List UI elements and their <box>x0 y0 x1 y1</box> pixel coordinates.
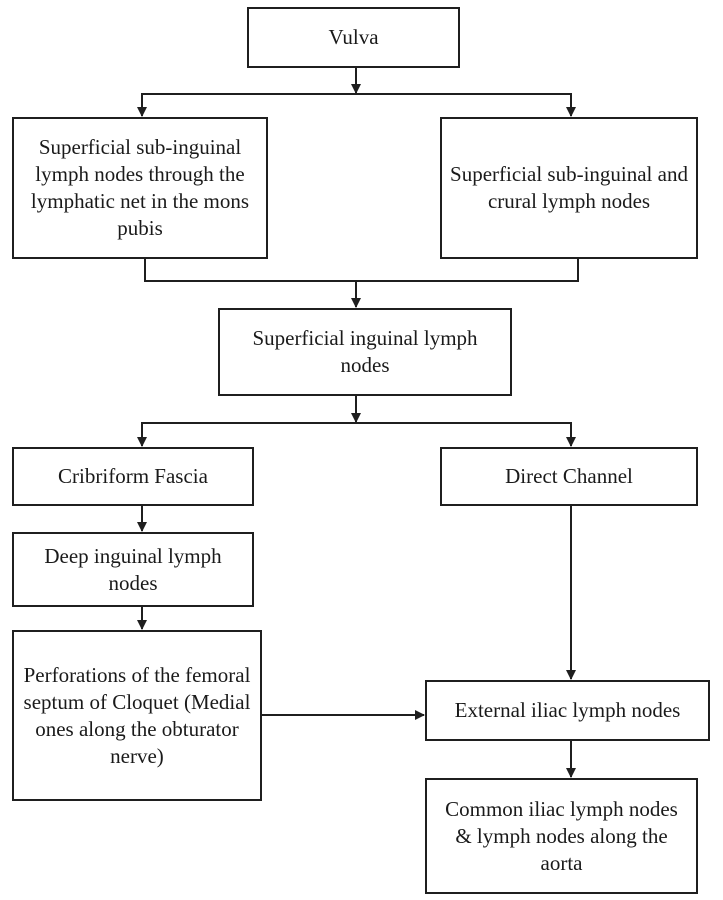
node-perforations-label: Perforations of the femoral septum of Cl… <box>23 662 251 768</box>
node-vulva: Vulva <box>247 7 460 68</box>
node-superficial-sub-inguinal-mons-pubis: Superficial sub-inguinal lymph nodes thr… <box>12 117 268 259</box>
node-perforations-cloquet: Perforations of the femoral septum of Cl… <box>12 630 262 801</box>
node-mons-label: Superficial sub-inguinal lymph nodes thr… <box>30 135 250 240</box>
node-superficial-label: Superficial inguinal lymph nodes <box>252 326 478 377</box>
node-direct-label: Direct Channel <box>505 464 633 488</box>
node-superficial-inguinal: Superficial inguinal lymph nodes <box>218 308 512 396</box>
node-direct-channel: Direct Channel <box>440 447 698 506</box>
edge-vulva-to-mons <box>137 93 356 117</box>
edge-vulva-to-crural <box>356 93 576 117</box>
edge-superficial-to-cribriform <box>137 422 356 447</box>
node-cribriform-label: Cribriform Fascia <box>58 464 208 488</box>
node-external-iliac: External iliac lymph nodes <box>425 680 710 741</box>
node-deep-inguinal: Deep inguinal lymph nodes <box>12 532 254 607</box>
edge-crural-merge <box>356 259 579 282</box>
node-crural-label: Superficial sub-inguinal and crural lymp… <box>450 162 688 213</box>
node-common-label: Common iliac lymph nodes & lymph nodes a… <box>445 796 678 875</box>
node-external-label: External iliac lymph nodes <box>454 698 681 722</box>
edge-mons-merge <box>144 259 356 282</box>
edge-superficial-to-direct <box>356 422 576 447</box>
node-cribriform-fascia: Cribriform Fascia <box>12 447 254 506</box>
node-vulva-label: Vulva <box>328 25 379 49</box>
node-deep-label: Deep inguinal lymph nodes <box>44 543 222 595</box>
node-common-iliac-aorta: Common iliac lymph nodes & lymph nodes a… <box>425 778 698 894</box>
node-superficial-sub-inguinal-crural: Superficial sub-inguinal and crural lymp… <box>440 117 698 259</box>
